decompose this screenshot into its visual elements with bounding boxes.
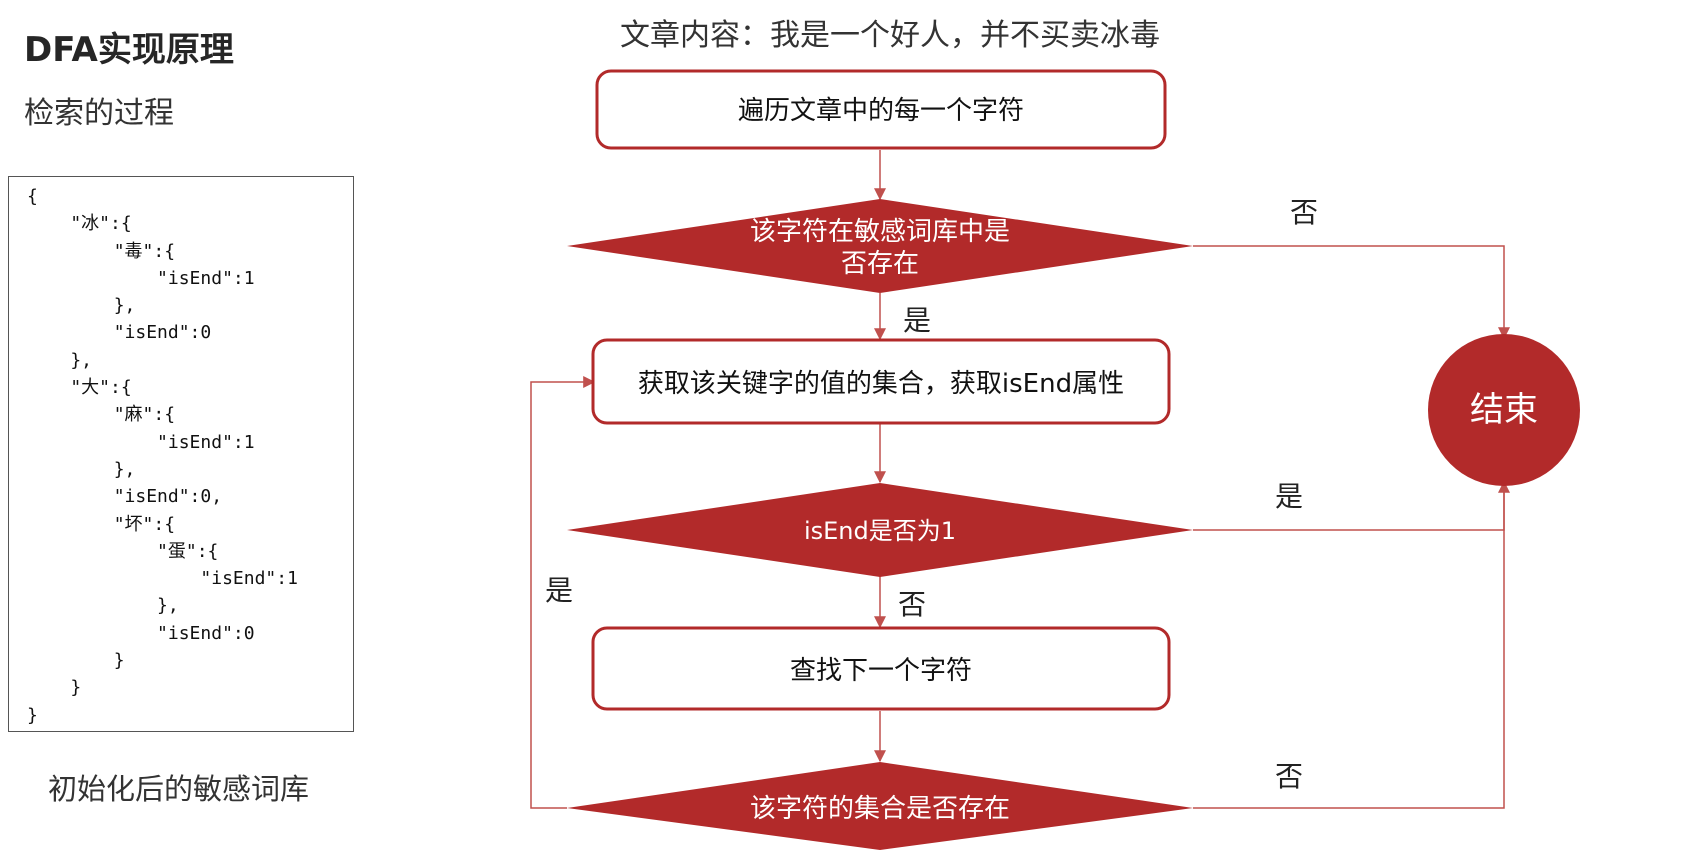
decision-exists-text-line2: 否存在 bbox=[841, 249, 919, 279]
label-no-decision1: 否 bbox=[1290, 196, 1318, 229]
label-yes-loop: 是 bbox=[545, 574, 573, 607]
label-yes-decision1: 是 bbox=[903, 304, 931, 337]
page-title: DFA实现原理 bbox=[24, 30, 234, 70]
decision-set-exists-diamond bbox=[567, 762, 1193, 850]
step-get-values-text: 获取该关键字的值的集合，获取isEnd属性 bbox=[638, 369, 1124, 399]
connector-decision2-end bbox=[1193, 480, 1510, 531]
label-no-decision2: 否 bbox=[898, 588, 926, 621]
page-subtitle: 检索的过程 bbox=[24, 96, 174, 131]
end-node-text: 结束 bbox=[1470, 390, 1538, 430]
step-get-values-box bbox=[591, 338, 1171, 425]
step-traverse-text: 遍历文章中的每一个字符 bbox=[738, 96, 1024, 126]
label-no-decision3: 否 bbox=[1275, 760, 1303, 793]
decision-exists-text-line1: 该字符在敏感词库中是 bbox=[750, 217, 1010, 247]
connector-loop-back bbox=[530, 376, 596, 809]
step-next-char-text: 查找下一个字符 bbox=[790, 656, 972, 686]
decision-isend-diamond bbox=[567, 483, 1193, 577]
tree-caption: 初始化后的敏感词库 bbox=[48, 772, 310, 806]
article-content-label: 文章内容：我是一个好人，并不买卖冰毒 bbox=[620, 18, 1160, 53]
connector-decision1-end bbox=[1193, 245, 1510, 340]
step-next-char-box bbox=[591, 626, 1171, 711]
step-traverse-box bbox=[595, 69, 1167, 150]
label-yes-decision2: 是 bbox=[1275, 480, 1303, 513]
sensitive-word-tree-code: { "冰":{ "毒":{ "isEnd":1 }, "isEnd":0 }, … bbox=[27, 186, 298, 726]
decision-set-exists-text: 该字符的集合是否存在 bbox=[750, 794, 1010, 824]
sensitive-word-tree-box: { "冰":{ "毒":{ "isEnd":1 }, "isEnd":0 }, … bbox=[8, 176, 354, 732]
end-node-circle bbox=[1428, 334, 1580, 486]
decision-isend-text: isEnd是否为1 bbox=[804, 517, 956, 545]
connector-decision3-end bbox=[1193, 482, 1505, 809]
decision-exists-diamond bbox=[567, 199, 1193, 293]
